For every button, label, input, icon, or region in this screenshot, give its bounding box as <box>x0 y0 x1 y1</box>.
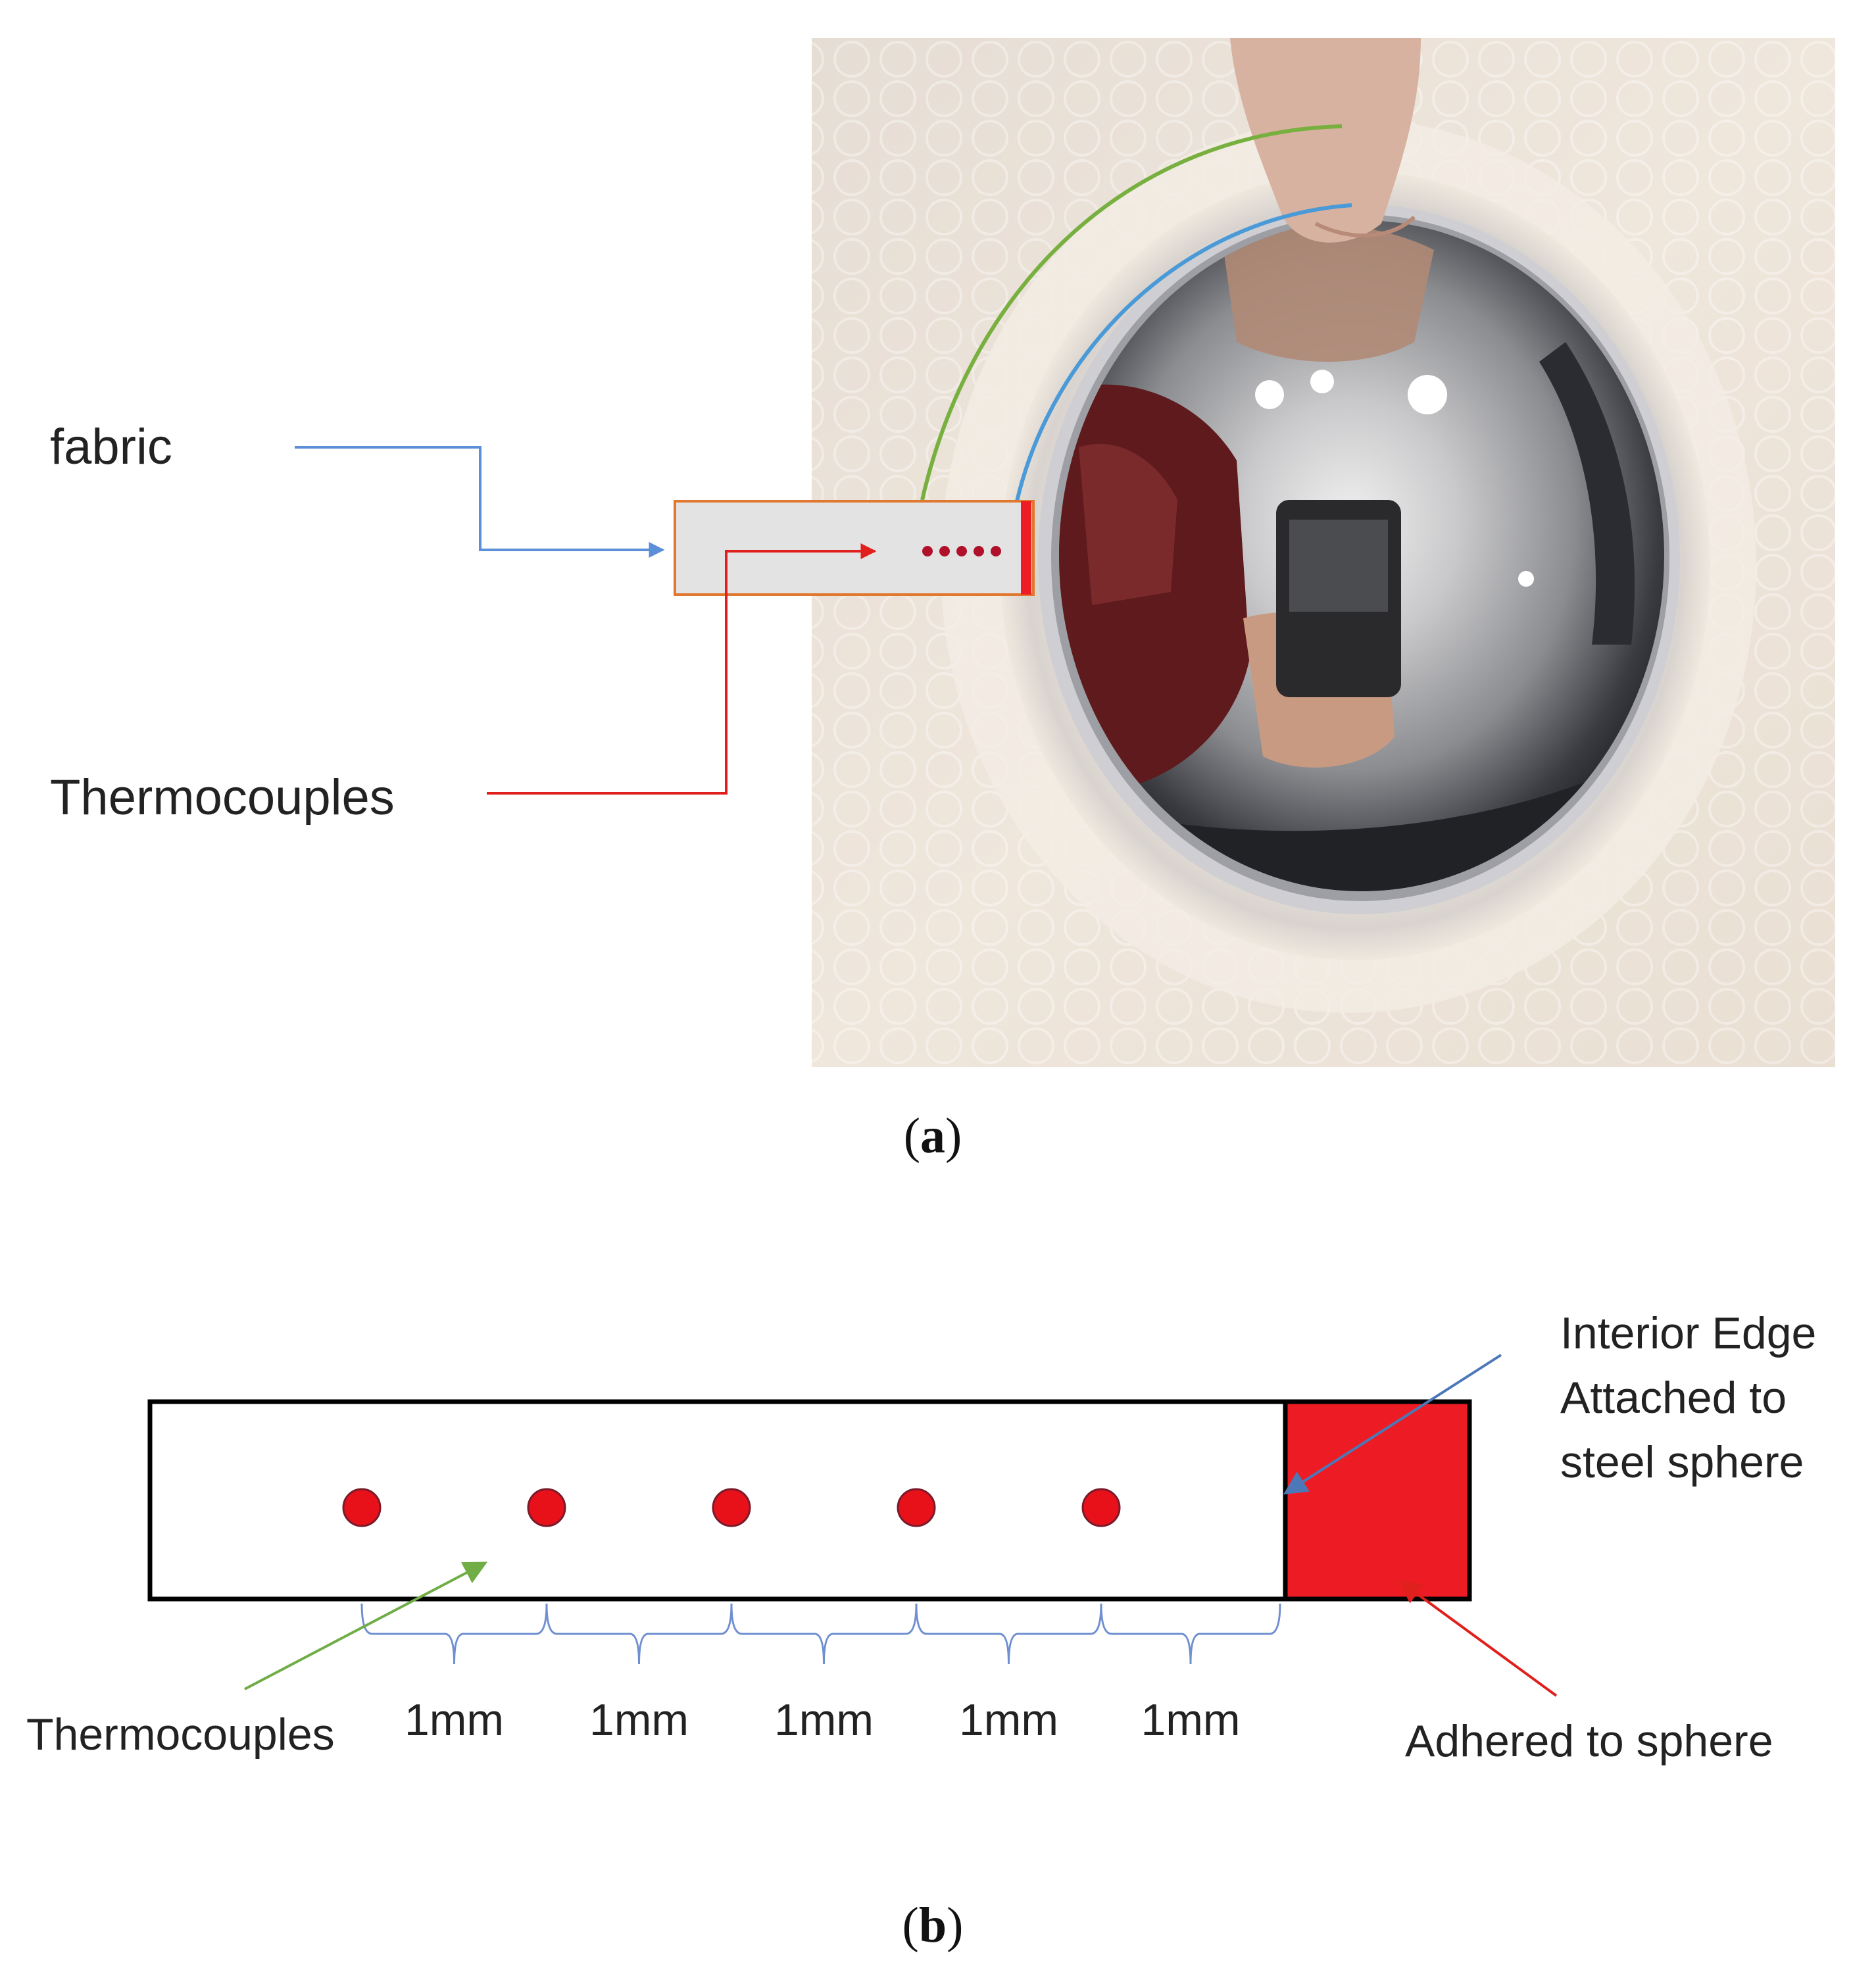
spacing-label: 1mm <box>405 1695 504 1745</box>
spacing-brace <box>915 1603 1102 1665</box>
outer-arc-green <box>920 124 1343 501</box>
schematic-thermocouple-dots <box>342 1488 1121 1527</box>
photo-thermocouple-dot <box>922 546 933 556</box>
interior-edge-arrow <box>1283 1354 1502 1494</box>
inner-arc-blue <box>1015 203 1352 502</box>
thermocouples-arrow-b <box>244 1562 488 1690</box>
thermocouple-dot <box>897 1488 936 1527</box>
fabric-strip-edge <box>1021 501 1031 595</box>
label-thermocouples-b: Thermocouples <box>26 1710 335 1759</box>
spacing-label: 1mm <box>959 1695 1058 1745</box>
thermocouple-dot <box>527 1488 566 1527</box>
thermocouple-dot <box>712 1488 751 1527</box>
spacing-braces <box>360 1603 1281 1665</box>
spacing-brace <box>360 1603 548 1665</box>
thermocouples-arrow-a <box>487 543 877 795</box>
spacing-label: 1mm <box>1141 1695 1240 1745</box>
panel-a: fabric Thermocouples (a) <box>50 38 1835 1164</box>
thermocouple-dot <box>1081 1488 1121 1527</box>
caption-b: (b) <box>902 1898 964 1953</box>
spacing-label: 1mm <box>589 1695 689 1745</box>
photo-thermocouple-dot <box>991 546 1001 556</box>
spacing-brace <box>730 1603 918 1665</box>
fabric-strip <box>674 500 1035 596</box>
adhered-arrow <box>1398 1579 1558 1697</box>
label-adhered: Adhered to sphere <box>1405 1716 1773 1766</box>
adhered-square <box>1283 1399 1472 1602</box>
photo-thermocouple-dots <box>922 546 1001 556</box>
photo-thermocouple-dot <box>974 546 984 556</box>
sphere-photo <box>812 38 1835 1067</box>
svg-text:(a): (a) <box>904 1108 962 1164</box>
thermocouple-dot <box>342 1488 382 1527</box>
photo-thermocouple-dot <box>956 546 967 556</box>
label-fabric: fabric <box>50 419 172 475</box>
spacing-labels: 1mm 1mm 1mm 1mm 1mm <box>405 1695 1241 1745</box>
spacing-brace <box>545 1603 733 1665</box>
fabric-arrow <box>295 446 665 558</box>
svg-text:(b): (b) <box>902 1898 964 1953</box>
label-thermocouples-a: Thermocouples <box>50 770 395 825</box>
label-interior-line1: Interior Edge <box>1560 1308 1816 1358</box>
photo-thermocouple-dot <box>939 546 950 556</box>
spacing-label: 1mm <box>774 1695 874 1745</box>
label-interior-line2: Attached to <box>1560 1373 1787 1423</box>
panel-b: 1mm 1mm 1mm 1mm 1mm Interior Edge Attached t… <box>26 1308 1816 1953</box>
label-interior-line3: steel sphere <box>1560 1437 1804 1487</box>
spacing-brace <box>1100 1603 1281 1665</box>
caption-a: (a) <box>904 1108 962 1164</box>
